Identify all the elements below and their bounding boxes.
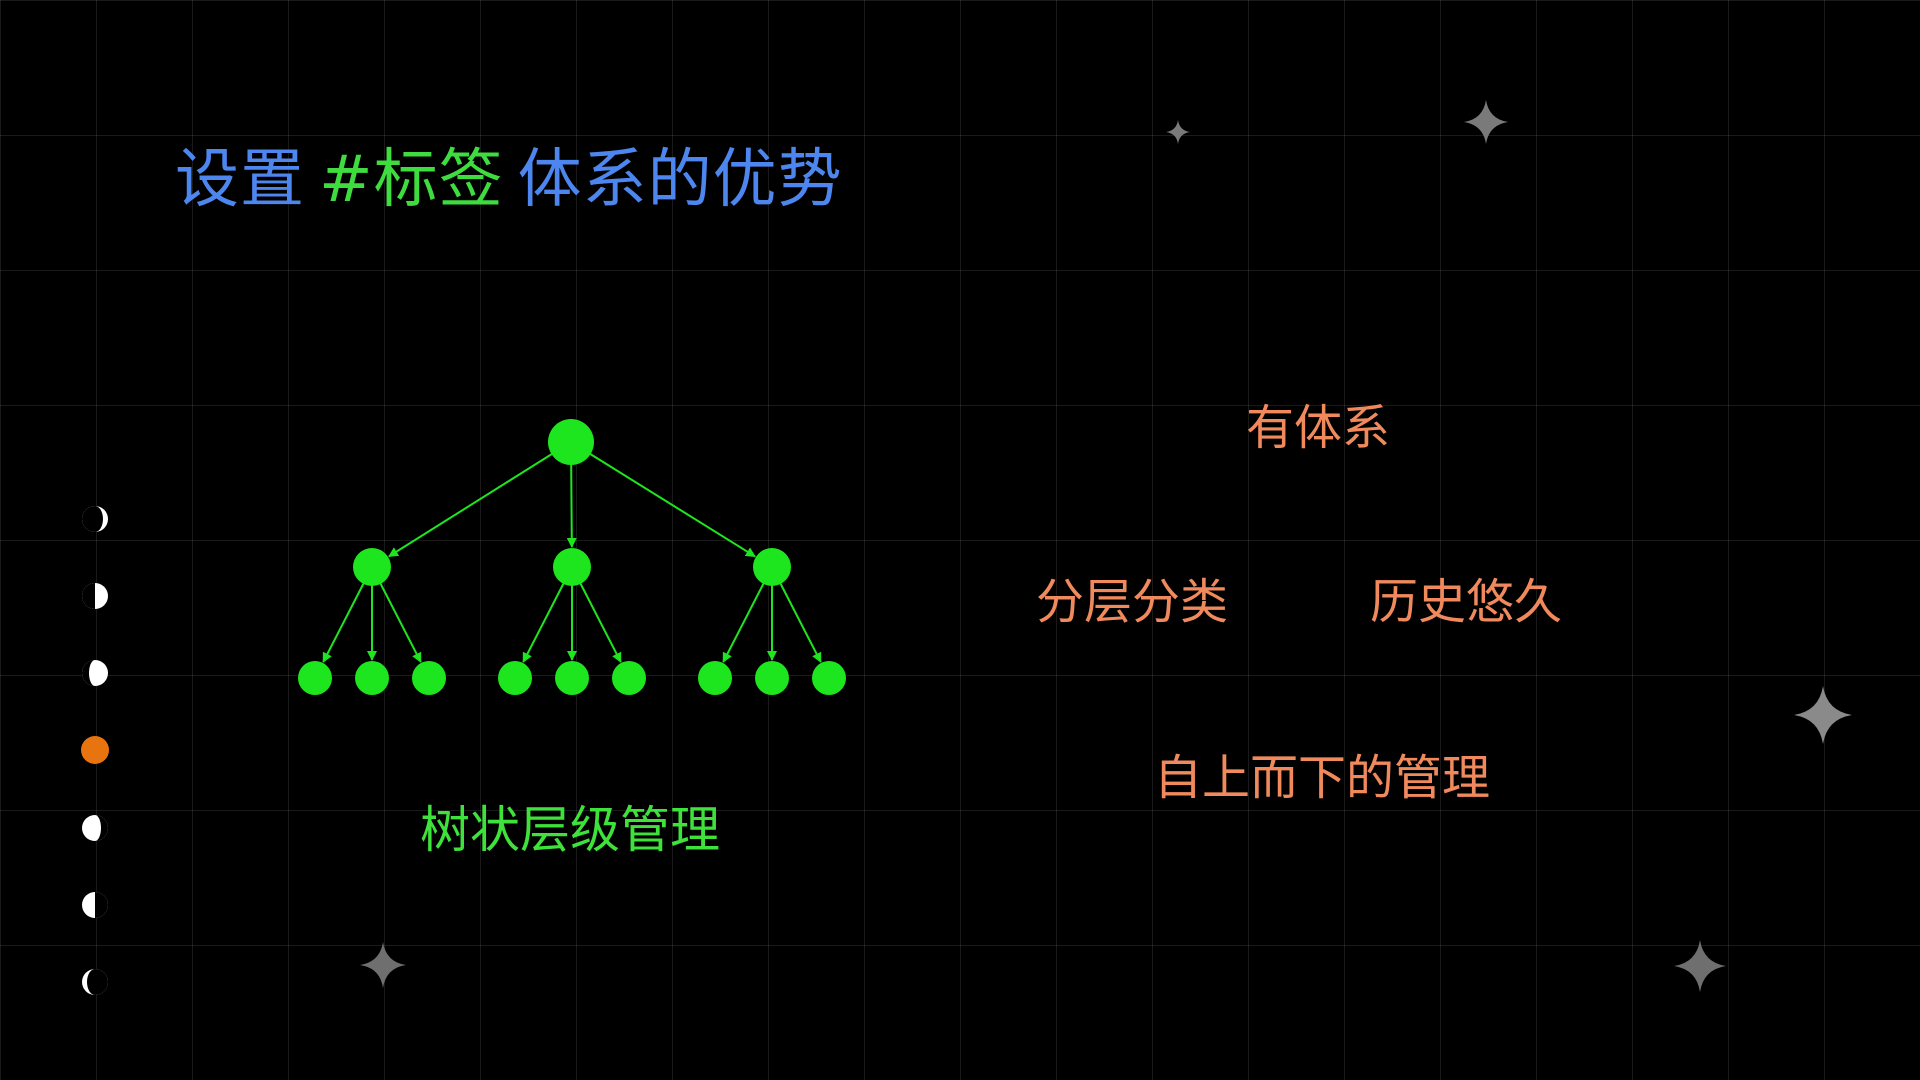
- waxing-gibbous-icon[interactable]: [80, 658, 110, 688]
- tree-leaf-node: [755, 661, 789, 695]
- waxing-crescent-icon[interactable]: [80, 504, 110, 534]
- tree-branch-node: [353, 548, 391, 586]
- word-long-history: 历史悠久: [1370, 574, 1563, 630]
- slide-title: 设置#标签体系的优势: [175, 140, 843, 220]
- sparkle-icon: [360, 942, 406, 988]
- sparkle-icon: [1166, 120, 1190, 144]
- tree-leaf-node: [698, 661, 732, 695]
- last-quarter-icon[interactable]: [80, 890, 110, 920]
- title-part-1: 设置: [175, 143, 305, 217]
- tree-edge-arrow: [570, 441, 756, 558]
- tree-leaf-node: [555, 661, 589, 695]
- word-top-down-management: 自上而下的管理: [1154, 750, 1491, 806]
- tree-nodes: [298, 419, 846, 695]
- tree-leaf-node: [612, 661, 646, 695]
- title-part-2: 体系的优势: [517, 143, 843, 217]
- tree-edge-arrow: [388, 441, 572, 558]
- tree-branch-node: [753, 548, 791, 586]
- tree-leaf-node: [412, 661, 446, 695]
- sparkle-icon: [1464, 100, 1508, 144]
- tree-root-node: [548, 419, 594, 465]
- tree-branch-node: [553, 548, 591, 586]
- tree-leaf-node: [498, 661, 532, 695]
- tree-leaf-node: [812, 661, 846, 695]
- word-layered-classification: 分层分类: [1036, 574, 1229, 630]
- active-dot-icon[interactable]: [80, 735, 110, 765]
- word-has-system: 有体系: [1246, 400, 1391, 456]
- tree-caption: 树状层级管理: [420, 801, 720, 859]
- waning-crescent-icon[interactable]: [80, 967, 110, 997]
- title-tag: #标签: [319, 143, 504, 217]
- tree-leaf-node: [298, 661, 332, 695]
- sparkle-icon: [1674, 940, 1726, 992]
- waning-gibbous-icon[interactable]: [80, 813, 110, 843]
- first-quarter-icon[interactable]: [80, 581, 110, 611]
- tree-leaf-node: [355, 661, 389, 695]
- sparkle-icon: [1794, 686, 1852, 744]
